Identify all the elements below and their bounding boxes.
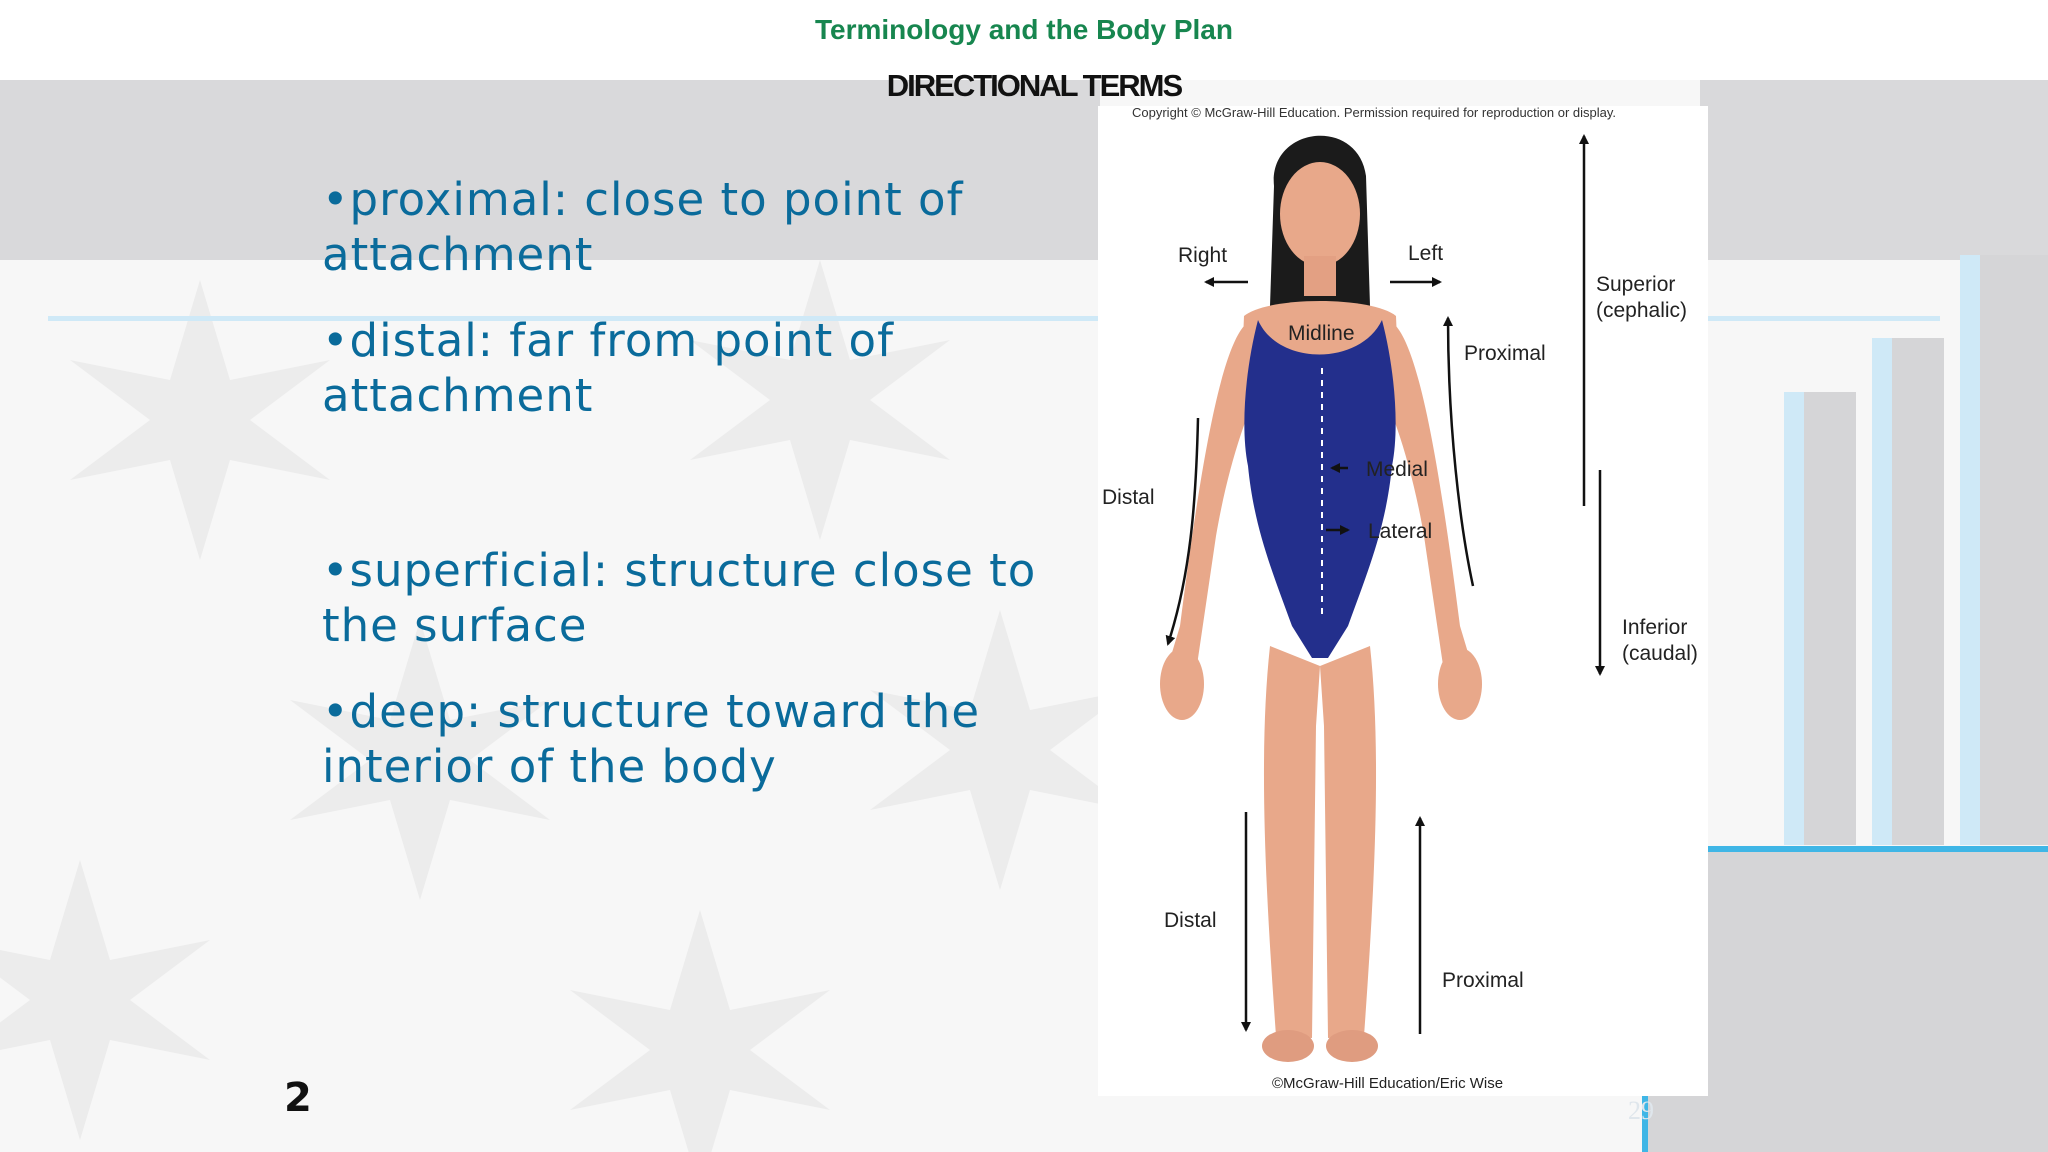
figure-credit: ©McGraw-Hill Education/Eric Wise bbox=[1272, 1075, 1503, 1092]
page-number: 2 bbox=[284, 1075, 312, 1121]
label-medial: Medial bbox=[1366, 458, 1428, 481]
label-superior: Superior bbox=[1596, 273, 1675, 296]
bullet-proximal: •proximal: close to point of attachment bbox=[322, 173, 964, 281]
slide-number: 29 bbox=[1628, 1096, 1654, 1125]
slide-heading: DIRECTIONAL TERMS bbox=[886, 68, 1183, 103]
figure-copyright: Copyright © McGraw-Hill Education. Permi… bbox=[1132, 106, 1616, 120]
bullet-distal: •distal: far from point of attachment bbox=[322, 314, 894, 422]
label-cephalic: (cephalic) bbox=[1596, 299, 1687, 322]
slide-header: Terminology and the Body Plan bbox=[0, 0, 2048, 80]
bullet-superficial: •superficial: structure close to the sur… bbox=[322, 544, 1037, 652]
label-left: Left bbox=[1408, 242, 1443, 265]
label-lateral: Lateral bbox=[1368, 520, 1432, 543]
label-midline: Midline bbox=[1288, 322, 1355, 345]
label-proximal-leg: Proximal bbox=[1442, 969, 1524, 992]
label-distal-leg: Distal bbox=[1164, 909, 1217, 932]
anatomical-position-illustration: Copyright © McGraw-Hill Education. Permi… bbox=[1102, 106, 1698, 1092]
label-proximal-arm: Proximal bbox=[1464, 342, 1546, 365]
label-caudal: (caudal) bbox=[1622, 642, 1698, 665]
anatomical-figure: Copyright © McGraw-Hill Education. Permi… bbox=[1098, 106, 1708, 1096]
label-inferior: Inferior bbox=[1622, 616, 1687, 639]
bullet-deep: •deep: structure toward the interior of … bbox=[322, 685, 981, 793]
label-distal-arm: Distal bbox=[1102, 486, 1155, 509]
label-right: Right bbox=[1178, 244, 1227, 267]
human-figure bbox=[1160, 135, 1482, 1062]
direction-arrows bbox=[1165, 134, 1605, 1034]
slide-subject: Terminology and the Body Plan bbox=[815, 14, 1233, 45]
